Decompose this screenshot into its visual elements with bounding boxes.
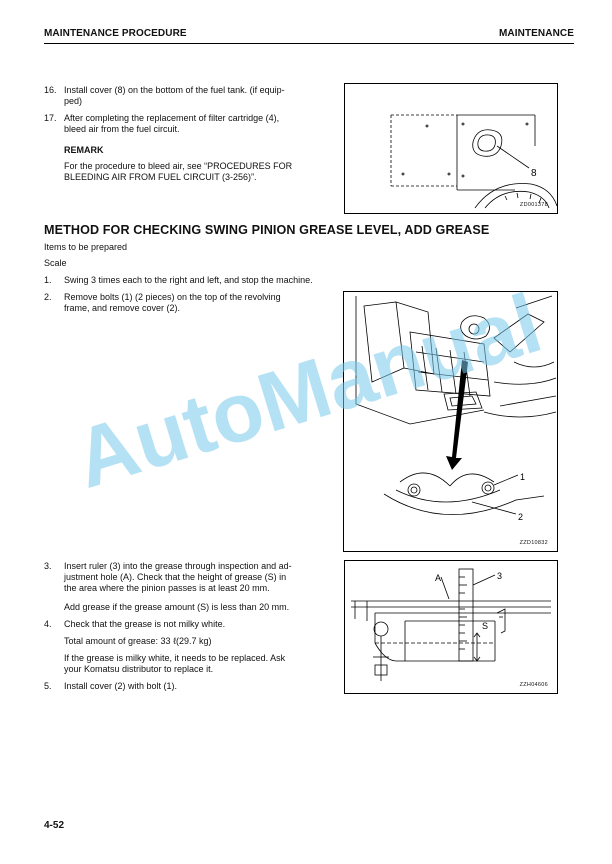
figure-fuel-tank-cover: 8 ZD001378 xyxy=(344,83,558,214)
header-left: MAINTENANCE PROCEDURE xyxy=(44,28,187,39)
fuel-tank-cover-drawing: 8 xyxy=(390,114,557,209)
step-2-number: 2. xyxy=(44,292,52,302)
header-rule xyxy=(44,43,574,44)
figure1-code: ZD001378 xyxy=(519,202,548,208)
step-16-line-2: ped) xyxy=(64,96,83,106)
step-17-line-1: After completing the replacement of filt… xyxy=(64,113,280,123)
section-title: METHOD FOR CHECKING SWING PINION GREASE … xyxy=(44,223,490,237)
remark-line-2: BLEEDING AIR FROM FUEL CIRCUIT (3-256)”. xyxy=(64,172,257,182)
step-3-number: 3. xyxy=(44,561,52,571)
step-3-note: Add grease if the grease amount (S) is l… xyxy=(64,602,290,612)
figure-revolving-frame-cover: 1 2 ZZD10832 xyxy=(343,291,558,552)
figure2-callout-2: 2 xyxy=(518,512,523,522)
figure3-label-a: A xyxy=(435,573,441,583)
grease-level-check-drawing: A 3 S xyxy=(351,568,551,681)
step-4-line-1: Check that the grease is not milky white… xyxy=(64,619,226,629)
step-4-number: 4. xyxy=(44,619,52,629)
step-2-line-2: frame, and remove cover (2). xyxy=(64,303,181,313)
step-2-line-1: Remove bolts (1) (2 pieces) on the top o… xyxy=(64,292,281,302)
step-1-line-1: Swing 3 times each to the right and left… xyxy=(64,275,313,285)
remark-heading: REMARK xyxy=(64,145,104,155)
page-number: 4-52 xyxy=(44,820,65,831)
step-5-line-1: Install cover (2) with bolt (1). xyxy=(64,681,178,691)
figure2-callout-1: 1 xyxy=(520,472,525,482)
step-5-number: 5. xyxy=(44,681,52,691)
step-4-note-line-2: your Komatsu distributor to replace it. xyxy=(64,664,214,674)
revolving-frame-cover-drawing: 1 2 xyxy=(355,295,557,522)
figure-grease-level-check: A 3 S ZZH04606 xyxy=(344,560,558,694)
figure3-label-s: S xyxy=(482,621,488,631)
figure3-label-3: 3 xyxy=(497,571,502,581)
step-4-note-line-1: If the grease is milky white, it needs t… xyxy=(64,653,286,663)
step-17-number: 17. xyxy=(44,113,57,123)
step-3-line-1: Insert ruler (3) into the grease through… xyxy=(64,561,292,571)
step-1-number: 1. xyxy=(44,275,52,285)
remark-line-1: For the procedure to bleed air, see “PRO… xyxy=(64,161,293,171)
step-16-line-1: Install cover (8) on the bottom of the f… xyxy=(64,85,285,95)
figure3-code: ZZH04606 xyxy=(519,682,548,688)
items-to-be-prepared-label: Items to be prepared xyxy=(44,242,128,252)
step-3-line-3: the area where the pinion passes is at l… xyxy=(64,583,270,593)
header-right: MAINTENANCE xyxy=(499,28,574,39)
step-16-number: 16. xyxy=(44,85,57,95)
prepared-item-scale: Scale xyxy=(44,258,67,268)
step-4-grease-amount: Total amount of grease: 33 ℓ(29.7 kg) xyxy=(64,636,212,646)
step-3-line-2: justment hole (A). Check that the height… xyxy=(64,572,287,582)
figure1-callout-8: 8 xyxy=(531,168,537,179)
step-17-line-2: bleed air from the fuel circuit. xyxy=(64,124,180,134)
figure2-code: ZZD10832 xyxy=(519,540,548,546)
